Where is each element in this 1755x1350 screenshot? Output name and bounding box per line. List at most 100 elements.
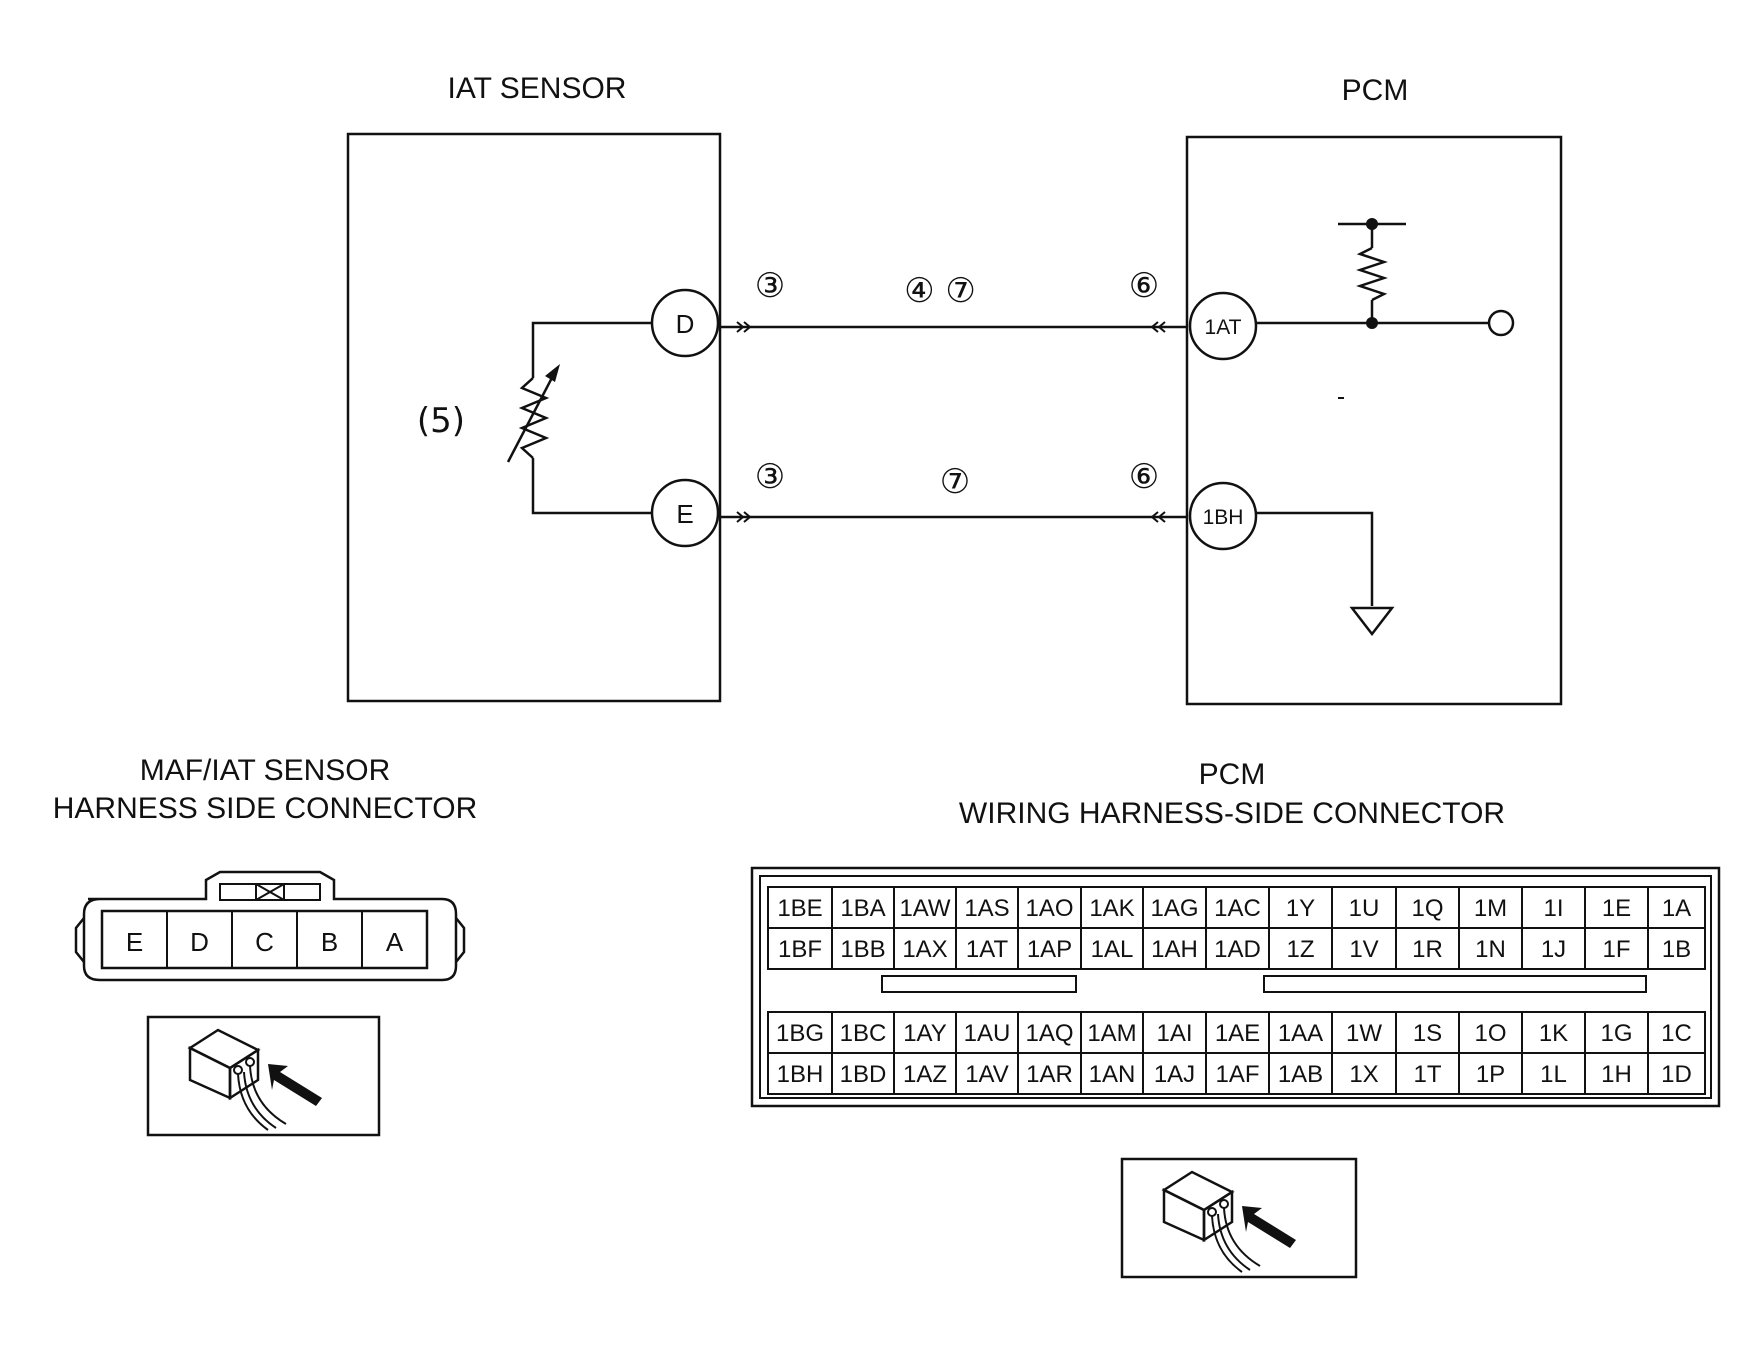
pcm-pin-1ao: 1AO <box>1025 895 1073 922</box>
pcm-pin-1an: 1AN <box>1089 1061 1136 1088</box>
pcm-pin-1f: 1F <box>1602 936 1630 963</box>
pcm-pin-1x: 1X <box>1349 1061 1378 1088</box>
pcm-pin-1w: 1W <box>1346 1020 1382 1047</box>
pcm-pin-1ax: 1AX <box>902 936 947 963</box>
sensor-terminal-e-circle <box>650 478 720 548</box>
pcm-pin-1e: 1E <box>1602 895 1631 922</box>
pcm-pin-1o: 1O <box>1474 1020 1506 1047</box>
step-marker-3-upper: ③ <box>755 266 785 306</box>
pcm-pin-1al: 1AL <box>1091 936 1134 963</box>
pcm-connector-grid: 1BE 1BA 1AW 1AS 1AO 1AK 1AG 1AC 1Y 1U 1Q 1M 1I 1E 1A 1B… <box>767 886 1706 1095</box>
step-marker-7-lower: ⑦ <box>940 462 970 502</box>
maf-pin-c: C <box>255 927 274 957</box>
pcm-pin-1t: 1T <box>1413 1061 1441 1088</box>
pcm-pin-1c: 1C <box>1661 1020 1692 1047</box>
pcm-pin-1ai: 1AI <box>1156 1020 1192 1047</box>
ground-icon <box>1349 606 1395 637</box>
pcm-pin-1l: 1L <box>1540 1061 1567 1088</box>
pcm-pin-1at: 1AT <box>966 936 1009 963</box>
pcm-pin-1v: 1V <box>1349 936 1378 963</box>
pcm-pin-1ae: 1AE <box>1215 1020 1260 1047</box>
signal-terminal-icon <box>1487 309 1515 337</box>
pcm-pin-1r: 1R <box>1412 936 1443 963</box>
pcm-pin-1am: 1AM <box>1087 1020 1136 1047</box>
pcm-connector-title-line2: WIRING HARNESS-SIDE CONNECTOR <box>959 797 1505 830</box>
pcm-pin-1m: 1M <box>1474 895 1507 922</box>
iat-sensor-title: IAT SENSOR <box>448 72 627 105</box>
pcm-pin-1y: 1Y <box>1286 895 1315 922</box>
pcm-pin-1ah: 1AH <box>1151 936 1198 963</box>
pcm-connector-outer <box>750 866 1721 1108</box>
pcm-pin-1g: 1G <box>1600 1020 1632 1047</box>
pcm-pin-1j: 1J <box>1541 936 1566 963</box>
step-marker-6-upper: ⑥ <box>1129 266 1159 306</box>
pcm-connector-inner <box>759 875 1712 1099</box>
maf-connector-title-line2: HARNESS SIDE CONNECTOR <box>53 792 478 825</box>
pcm-pin-1h: 1H <box>1601 1061 1632 1088</box>
pcm-view-direction-icon <box>1120 1157 1358 1279</box>
pcm-pin-1s: 1S <box>1413 1020 1442 1047</box>
pcm-pin-1u: 1U <box>1349 895 1380 922</box>
pcm-pin-1be: 1BE <box>777 895 822 922</box>
pcm-pin-1ar: 1AR <box>1026 1061 1073 1088</box>
sensor-terminal-d: D <box>676 309 695 339</box>
pcm-connector-title-line1: PCM <box>1199 758 1266 791</box>
pcm-pin-1bh: 1BH <box>777 1061 824 1088</box>
pcm-terminal-1bh: 1BH <box>1203 506 1244 529</box>
pcm-pin-1bg: 1BG <box>776 1020 824 1047</box>
thermistor-symbol <box>506 364 560 463</box>
pcm-pin-1ac: 1AC <box>1214 895 1261 922</box>
pcm-pin-1bd: 1BD <box>840 1061 887 1088</box>
maf-connector-shell <box>74 870 466 982</box>
pcm-pin-1ag: 1AG <box>1150 895 1198 922</box>
pcm-pin-1bb: 1BB <box>840 936 885 963</box>
step-marker-5: (5) <box>417 401 465 441</box>
pcm-pin-1ak: 1AK <box>1089 895 1134 922</box>
pcm-connector-key-right <box>1263 975 1647 993</box>
pull-up-resistor <box>1338 218 1406 329</box>
pcm-terminal-1bh-circle <box>1188 481 1258 551</box>
pcm-title: PCM <box>1342 74 1409 107</box>
step-marker-4-7: ④ ⑦ <box>904 271 976 311</box>
maf-pin-frame <box>100 909 429 970</box>
pcm-pin-1ay: 1AY <box>903 1020 947 1047</box>
pcm-box <box>1185 135 1563 706</box>
maf-pin-a: A <box>386 927 404 957</box>
maf-pin-b: B <box>321 927 338 957</box>
maf-view-direction-icon <box>146 1015 381 1137</box>
sensor-terminal-e: E <box>676 499 693 529</box>
pcm-pin-1z: 1Z <box>1286 936 1314 963</box>
pcm-pin-1aw: 1AW <box>899 895 950 922</box>
maf-connector-title-line1: MAF/IAT SENSOR <box>140 754 391 787</box>
ground-line-1bh <box>1256 511 1374 606</box>
step-marker-6-lower: ⑥ <box>1129 457 1159 497</box>
pcm-pin-1bc: 1BC <box>840 1020 887 1047</box>
maf-pin-e: E <box>126 927 143 957</box>
step-marker-3-lower: ③ <box>755 457 785 497</box>
pcm-pin-1av: 1AV <box>965 1061 1009 1088</box>
pcm-pin-1aa: 1AA <box>1278 1020 1323 1047</box>
pcm-pin-1d: 1D <box>1661 1061 1692 1088</box>
pcm-pin-1aj: 1AJ <box>1154 1061 1195 1088</box>
maf-pin-d: D <box>190 927 209 957</box>
pcm-pin-1q: 1Q <box>1411 895 1443 922</box>
pcm-terminal-1at: 1AT <box>1205 316 1242 339</box>
pcm-pin-1ab: 1AB <box>1278 1061 1323 1088</box>
pcm-pin-1af: 1AF <box>1215 1061 1259 1088</box>
pcm-pin-1n: 1N <box>1475 936 1506 963</box>
pcm-pin-1az: 1AZ <box>903 1061 947 1088</box>
pcm-pin-1as: 1AS <box>964 895 1009 922</box>
pcm-pin-1ba: 1BA <box>840 895 885 922</box>
pcm-pin-1a: 1A <box>1662 895 1691 922</box>
pcm-pin-1i: 1I <box>1543 895 1563 922</box>
iat-sensor-box <box>346 132 722 703</box>
pcm-pin-1k: 1K <box>1539 1020 1568 1047</box>
pcm-terminal-1at-circle <box>1188 291 1258 361</box>
pcm-pin-1aq: 1AQ <box>1025 1020 1073 1047</box>
pcm-pin-1b: 1B <box>1662 936 1691 963</box>
thermistor-wire <box>531 321 652 515</box>
pcm-pin-1ap: 1AP <box>1027 936 1072 963</box>
